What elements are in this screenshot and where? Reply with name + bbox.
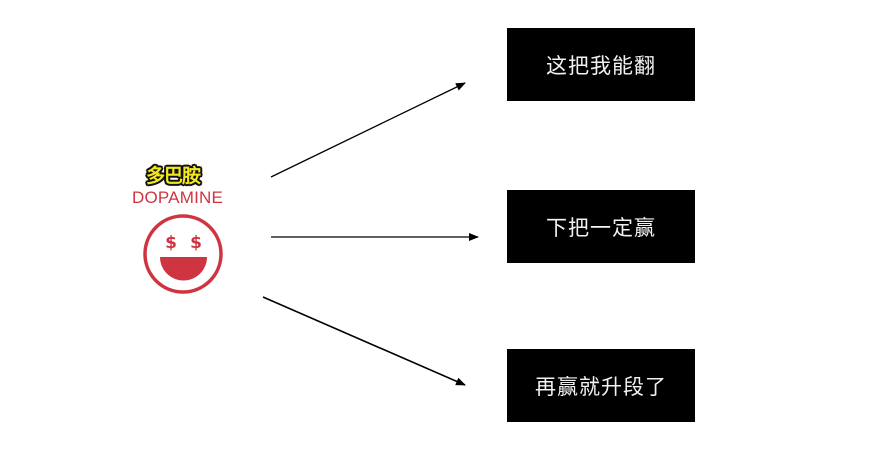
logo-chinese-text: 多巴胺 <box>145 165 201 187</box>
outcome-box-3-label: 再赢就升段了 <box>535 374 667 399</box>
svg-text:$: $ <box>190 233 202 253</box>
arrow-to-box-3 <box>262 296 466 386</box>
outcome-box-2: 下把一定赢 <box>507 190 695 263</box>
outcome-box-1-label: 这把我能翻 <box>546 53 656 78</box>
outcome-box-1: 这把我能翻 <box>507 28 695 101</box>
logo-english-text: DOPAMINE <box>132 189 224 207</box>
outcome-box-3: 再赢就升段了 <box>507 349 695 422</box>
dollar-eyes-smiley-icon: $ $ <box>143 214 223 294</box>
arrow-to-box-1 <box>270 82 466 178</box>
svg-text:$: $ <box>165 233 177 253</box>
outcome-box-2-label: 下把一定赢 <box>546 215 656 240</box>
